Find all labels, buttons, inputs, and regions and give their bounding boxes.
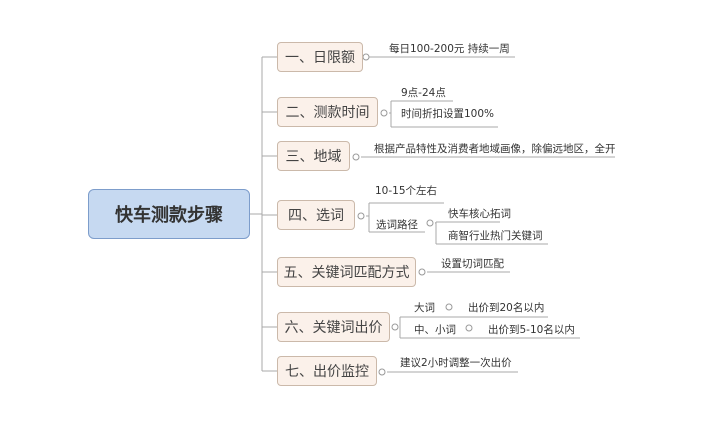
- leaf-text: 10-15个左右: [375, 185, 438, 197]
- branch-match-type[interactable]: 五、关键词匹配方式: [277, 257, 416, 287]
- leaf-text: 时间折扣设置100%: [401, 108, 495, 120]
- leaf-text: 出价到5-10名以内: [488, 324, 575, 336]
- leaf-text: 出价到20名以内: [468, 302, 545, 314]
- branch-bid-monitor[interactable]: 七、出价监控: [277, 356, 377, 386]
- branch-test-time[interactable]: 二、测款时间: [277, 97, 378, 127]
- branch-daily-limit[interactable]: 一、日限额: [277, 42, 363, 72]
- branch-bidding[interactable]: 六、关键词出价: [277, 312, 390, 342]
- leaf-text: 根据产品特性及消费者地域画像，除偏远地区，全开: [374, 143, 616, 155]
- branch-keyword-selection[interactable]: 四、选词: [277, 200, 355, 230]
- leaf-text: 每日100-200元 持续一周: [389, 43, 510, 55]
- leaf-text: 设置切词匹配: [441, 258, 504, 270]
- leaf-text: 快车核心拓词: [448, 208, 511, 220]
- leaf-text: 选词路径: [376, 219, 418, 231]
- root-node[interactable]: 快车测款步骤: [88, 189, 250, 239]
- leaf-text: 中、小词: [414, 324, 456, 336]
- leaf-text: 9点-24点: [401, 87, 446, 99]
- branch-region[interactable]: 三、地域: [277, 141, 350, 171]
- leaf-text: 建议2小时调整一次出价: [400, 357, 512, 369]
- leaf-text: 商智行业热门关键词: [448, 230, 543, 242]
- leaf-text: 大词: [414, 302, 435, 314]
